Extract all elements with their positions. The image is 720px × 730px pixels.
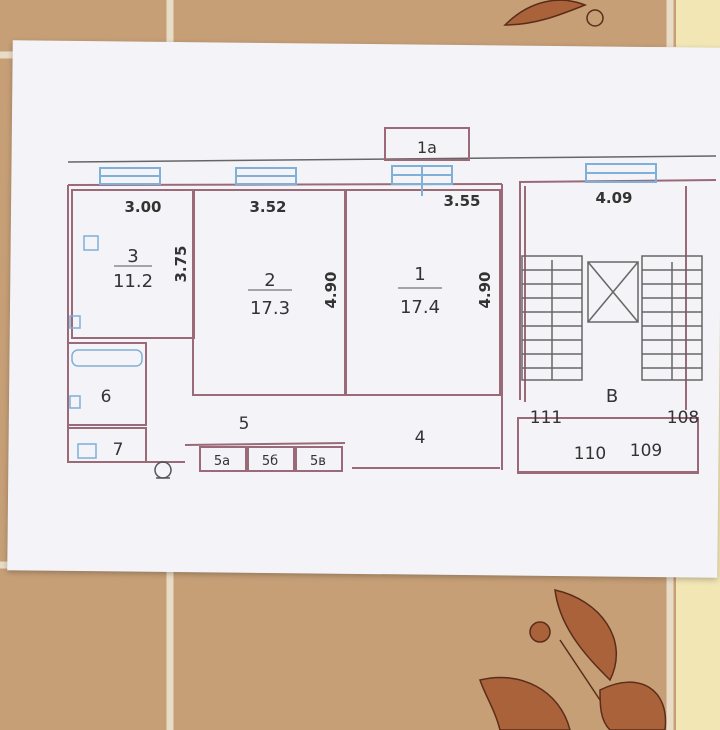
neighbor-111: 111 — [530, 408, 562, 428]
stair-label: В — [606, 386, 618, 407]
room2-area: 17.3 — [250, 298, 290, 319]
room2-number: 2 — [264, 270, 275, 291]
sink-icon — [83, 235, 99, 251]
toilet-icon — [77, 443, 97, 459]
room3-width-label: 3.00 — [124, 198, 161, 216]
neighbor-108: 108 — [667, 408, 699, 428]
closet-5v-label: 5в — [310, 454, 326, 469]
fixtures — [69, 235, 143, 459]
room3-number: 3 — [127, 246, 138, 267]
bathtub-icon — [71, 349, 143, 367]
neighbor-109: 109 — [630, 441, 662, 461]
room1-depth-label: 4.90 — [476, 271, 494, 308]
balcony-label: 1а — [417, 138, 437, 157]
hall-number: 4 — [415, 428, 426, 448]
room1-area: 17.4 — [400, 297, 440, 318]
leaf-ornament-bottom — [479, 589, 667, 730]
bath-number: 6 — [101, 387, 112, 407]
closet-5a-label: 5а — [214, 454, 230, 469]
room1-number: 1 — [414, 264, 425, 285]
room2-depth-label: 4.90 — [322, 271, 340, 308]
leaf-ornament-top — [503, 0, 604, 27]
wc-number: 7 — [113, 440, 124, 460]
room3-area: 11.2 — [113, 271, 153, 292]
room3-depth-label: 3.75 — [172, 245, 190, 282]
room1-width-label: 3.55 — [443, 192, 480, 210]
gas-meter-icon — [154, 461, 172, 479]
room2-width-label: 3.52 — [249, 198, 286, 216]
corridor-number: 5 — [239, 414, 250, 434]
closet-5b-label: 5б — [262, 454, 278, 469]
staircase — [521, 255, 703, 381]
neighbor-110: 110 — [574, 444, 606, 464]
windows — [99, 163, 657, 196]
stair-width-label: 4.09 — [595, 189, 632, 207]
plan-labels: 1а 3.00 3.52 3.55 4.09 3.75 4.90 4.90 3 … — [101, 138, 700, 469]
